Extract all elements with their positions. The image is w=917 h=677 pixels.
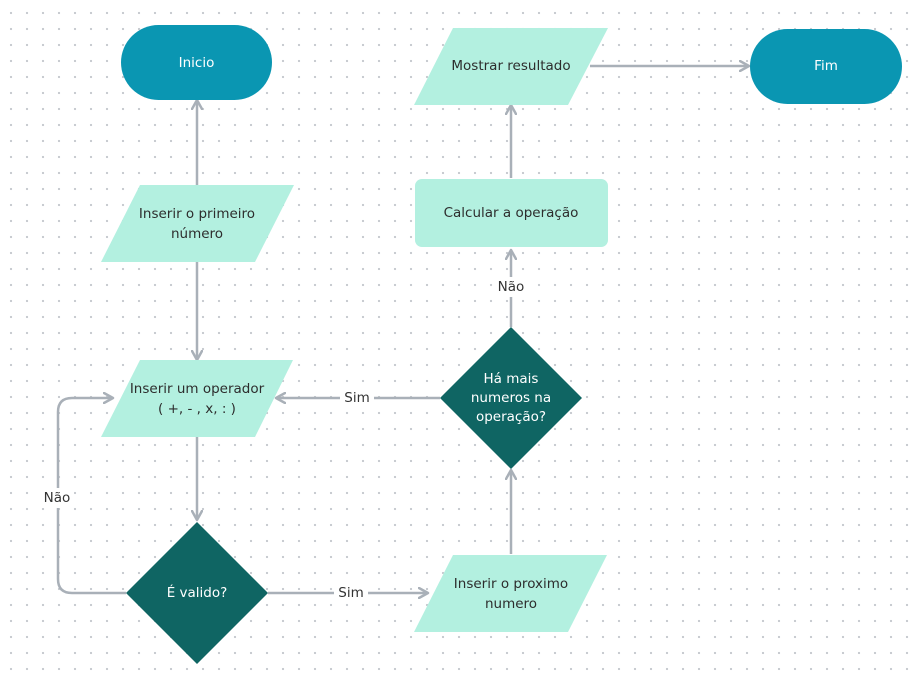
edge-labels: Não Sim Sim Não [40,277,528,603]
io-shape [101,185,294,262]
node-mostrar-resultado[interactable]: Mostrar resultado [414,28,608,105]
node-ha-mais[interactable]: Há mais numeros na operação? [440,327,582,469]
edges [56,66,749,593]
node-mais-label-line2: numeros na [471,390,551,406]
node-calcular-label: Calcular a operação [444,205,579,221]
io-shape [414,555,607,632]
node-inserir-operador[interactable]: Inserir um operador ( +, - , x, : ) [101,360,293,437]
node-operador-label-line1: Inserir um operador [130,381,265,397]
node-primeiro-label-line2: número [171,226,223,242]
node-e-valido[interactable]: É valido? [126,522,268,664]
node-operador-label-line2: ( +, - , x, : ) [158,401,236,417]
decision-shape [126,522,268,664]
node-proximo-label-line2: numero [485,596,537,612]
edge-label-nao-valido: Não [44,490,71,506]
node-proximo-label-line1: Inserir o proximo [454,576,568,592]
node-primeiro-label-line1: Inserir o primeiro [139,206,255,222]
node-mais-label-line1: Há mais [484,371,539,387]
decision-shape [440,327,582,469]
node-inicio-label: Inicio [179,55,215,71]
node-inicio[interactable]: Inicio [121,25,272,100]
edge-label-sim-valido: Sim [338,585,363,601]
process-shape [415,179,608,247]
edge-label-nao-mais: Não [498,279,525,295]
node-inserir-proximo[interactable]: Inserir o proximo numero [414,555,607,632]
node-inserir-primeiro[interactable]: Inserir o primeiro número [101,185,294,262]
edge-label-sim-mais: Sim [344,390,369,406]
io-shape [414,28,608,105]
node-fim-label: Fim [814,58,838,74]
io-shape [101,360,293,437]
terminal-shape [750,29,902,104]
node-calcular[interactable]: Calcular a operação [415,179,608,247]
node-mais-label-line3: operação? [476,409,546,425]
node-fim[interactable]: Fim [750,29,902,104]
node-mostrar-label: Mostrar resultado [451,58,570,74]
terminal-shape [121,25,272,100]
node-valido-label: É valido? [167,584,228,601]
